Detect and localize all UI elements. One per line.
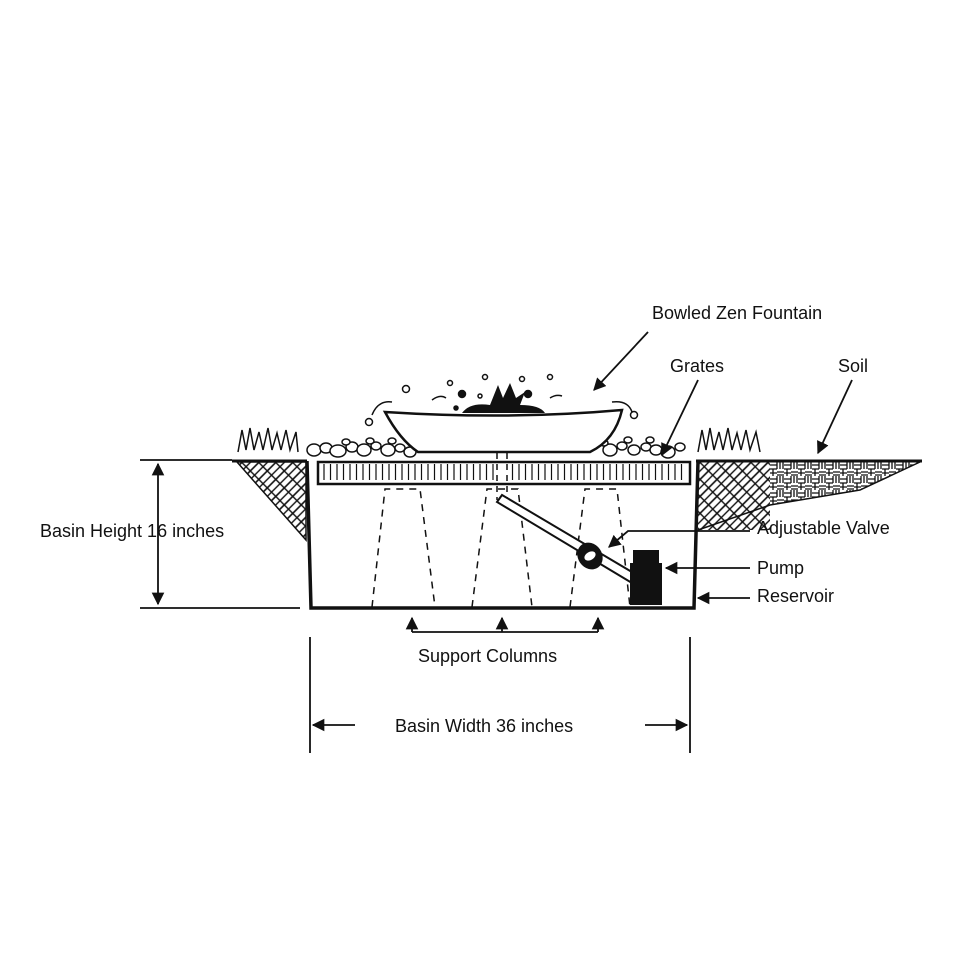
fountain-bowl — [382, 383, 624, 454]
rock — [329, 444, 347, 458]
rock — [649, 444, 663, 456]
rock — [394, 443, 406, 453]
supply-pipe — [495, 493, 639, 585]
label-bowled-zen-fountain: Bowled Zen Fountain — [652, 303, 822, 323]
rock — [370, 441, 382, 451]
label-pump: Pump — [757, 558, 804, 578]
label-basin-height: Basin Height 16 inches — [40, 521, 224, 541]
rock — [645, 436, 655, 444]
rock — [306, 443, 322, 457]
rock — [616, 441, 628, 451]
rock — [602, 443, 618, 457]
label-reservoir: Reservoir — [757, 586, 834, 606]
valve-icon — [577, 542, 603, 570]
label-soil: Soil — [838, 356, 868, 376]
rock — [341, 438, 351, 446]
rock — [623, 436, 633, 444]
support-columns — [371, 488, 631, 608]
label-adjustable-valve: Adjustable Valve — [757, 518, 890, 538]
grate — [316, 460, 692, 486]
rock — [627, 444, 641, 456]
rock — [356, 443, 372, 457]
reservoir-basin — [305, 460, 700, 610]
label-basin-width: Basin Width 36 inches — [395, 716, 573, 736]
pump-icon — [630, 550, 662, 605]
rock — [674, 442, 686, 452]
rock — [380, 443, 396, 457]
annotation-arrows — [140, 331, 853, 753]
label-support-columns: Support Columns — [418, 646, 557, 666]
label-grates: Grates — [670, 356, 724, 376]
grass-icon — [237, 427, 761, 453]
soil-left — [235, 461, 307, 542]
rock — [365, 437, 375, 445]
soil-right — [697, 461, 921, 531]
rock — [387, 437, 397, 445]
water-splashes — [364, 373, 639, 427]
